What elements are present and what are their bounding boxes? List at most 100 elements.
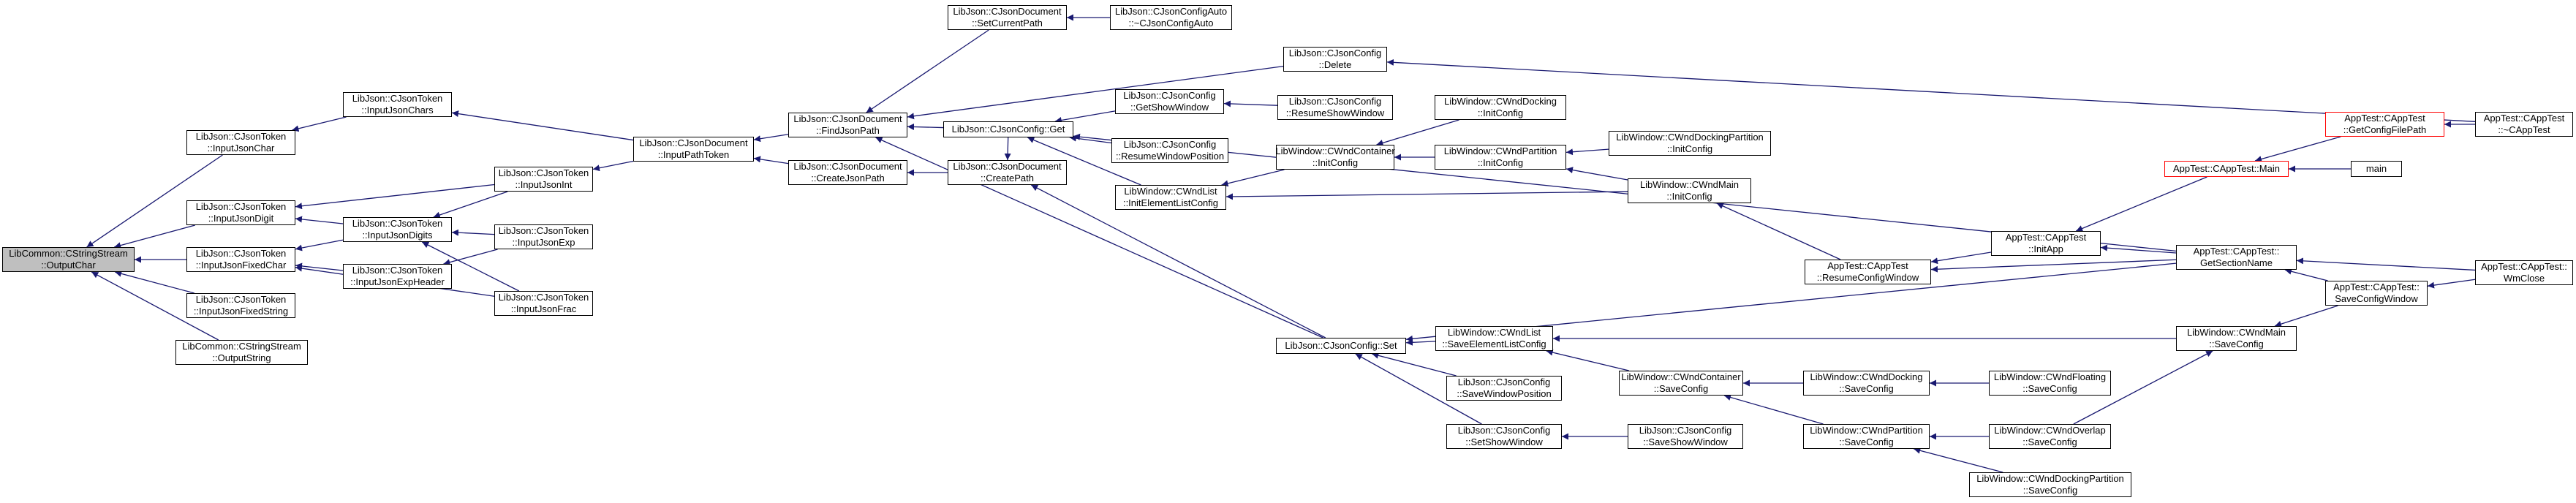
node-label-line2: ::SaveConfig — [1653, 383, 1709, 394]
node-cjsondocument-createpath[interactable]: LibJson::CJsonDocument::CreatePath — [948, 160, 1067, 185]
node-label-line1: LibWindow::CWndPartition — [1810, 425, 1923, 436]
node-cjsonconfig-savewindowposition[interactable]: LibJson::CJsonConfig::SaveWindowPosition — [1446, 376, 1562, 401]
edge-n3-to-n1 — [114, 224, 195, 249]
node-label-line1: LibWindow::CWndMain — [1639, 179, 1740, 190]
edge-n49-to-n48 — [2284, 268, 2328, 281]
node-label-line2: ::InputJsonDigit — [208, 213, 274, 224]
node-label-line2: ::InputJsonInt — [515, 179, 573, 190]
node-cwndpartition-initconfig[interactable]: LibWindow::CWndPartition::InitConfig — [1435, 145, 1566, 170]
node-cjsondocument-createjsonpath[interactable]: LibJson::CJsonDocument::CreateJsonPath — [788, 160, 907, 185]
node-cjsonconfig-setshowwindow[interactable]: LibJson::CJsonConfig::SetShowWindow — [1446, 424, 1562, 449]
node-label-line1: AppTest::CAppTest — [2005, 232, 2087, 243]
node-cwndlist-initelementlistconfig[interactable]: LibWindow::CWndList::InitElementListConf… — [1115, 185, 1226, 210]
node-cjsonconfig-set[interactable]: LibJson::CJsonConfig::Set — [1276, 338, 1406, 354]
edge-n10-to-n8 — [433, 191, 508, 219]
node-label-line2: ::InputJsonChar — [207, 143, 275, 154]
node-cwnddockingpartition-saveconfig[interactable]: LibWindow::CWndDockingPartition::SaveCon… — [1969, 472, 2131, 497]
edge-n47-to-n20 — [1386, 58, 2476, 122]
node-label-line2: ::ResumeShowWindow — [1285, 107, 1385, 118]
node-capptest-destructor[interactable]: AppTest::CAppTest::~CAppTest — [2475, 112, 2573, 137]
node-label-line1: LibJson::CJsonToken — [352, 265, 443, 276]
node-label-line2: ::Delete — [1318, 59, 1352, 70]
node-label-line1: LibWindow::CWndDockingPartition — [1976, 473, 2124, 484]
node-cjsonconfigauto-destructor[interactable]: LibJson::CJsonConfigAuto::~CJsonConfigAu… — [1110, 5, 1232, 30]
node-cwndmain-initconfig[interactable]: LibWindow::CWndMain::InitConfig — [1628, 178, 1751, 203]
node-label-line1: LibJson::CJsonToken — [352, 218, 443, 229]
edge-n50-to-n49 — [2427, 279, 2476, 289]
edge-n7-to-n2 — [292, 116, 347, 132]
node-label-line2: ::InitConfig — [1312, 157, 1359, 168]
node-cjsonconfig-delete[interactable]: LibJson::CJsonConfig::Delete — [1283, 47, 1387, 72]
node-cjsontoken-inputjsonchar[interactable]: LibJson::CJsonToken::InputJsonChar — [186, 130, 295, 155]
node-cjsontoken-inputjsondigit[interactable]: LibJson::CJsonToken::InputJsonDigit — [186, 200, 295, 225]
node-cjsonconfig-getshowwindow[interactable]: LibJson::CJsonConfig::GetShowWindow — [1115, 89, 1224, 114]
node-cjsonconfig-get[interactable]: LibJson::CJsonConfig::Get — [943, 121, 1073, 137]
node-cjsondocument-inputpathtoken[interactable]: LibJson::CJsonDocument::InputPathToken — [633, 137, 754, 162]
node-cwnddocking-initconfig[interactable]: LibWindow::CWndDocking::InitConfig — [1435, 95, 1566, 120]
edge-n16-to-n14 — [866, 29, 989, 113]
node-label-line1: LibJson::CJsonToken — [498, 225, 589, 236]
node-cwndlist-saveelementlistconfig[interactable]: LibWindow::CWndList::SaveElementListConf… — [1435, 326, 1553, 351]
node-label-line2: ::SaveConfig — [2022, 485, 2078, 496]
node-cwndcontainer-saveconfig[interactable]: LibWindow::CWndContainer::SaveConfig — [1619, 371, 1743, 396]
node-label-line1: LibJson::CJsonConfig — [1639, 425, 1732, 436]
node-label-line2: ::OutputString — [212, 352, 271, 363]
node-label-line1: LibJson::CJsonDocument — [793, 113, 902, 124]
node-cwnddockingpartition-initconfig[interactable]: LibWindow::CWndDockingPartition::InitCon… — [1609, 131, 1771, 156]
node-label-line2: ::SaveElementListConfig — [1442, 339, 1546, 349]
node-cwndpartition-saveconfig[interactable]: LibWindow::CWndPartition::SaveConfig — [1803, 424, 1930, 449]
node-label-line1: LibWindow::CWndDocking — [1444, 96, 1557, 107]
node-label-line1: LibJson::CJsonConfig — [1288, 96, 1382, 107]
node-label-line1: LibJson::CJsonToken — [195, 294, 287, 305]
node-cjsontoken-inputjsonfrac[interactable]: LibJson::CJsonToken::InputJsonFrac — [494, 291, 593, 316]
node-cwndoverlap-saveconfig[interactable]: LibWindow::CWndOverlap::SaveConfig — [1989, 424, 2111, 449]
node-cwndcontainer-initconfig[interactable]: LibWindow::CWndContainer::InitConfig — [1275, 145, 1395, 170]
node-cjsontoken-inputjsonfixedstring[interactable]: LibJson::CJsonToken::InputJsonFixedStrin… — [186, 293, 295, 318]
node-cwnddocking-saveconfig[interactable]: LibWindow::CWndDocking::SaveConfig — [1803, 371, 1930, 396]
node-label-line1: AppTest::CAppTest — [1827, 260, 1908, 271]
node-label-line2: ::InputPathToken — [657, 149, 730, 160]
node-label-line2: GetSectionName — [2200, 257, 2273, 268]
node-label-line1: LibJson::CJsonDocument — [953, 6, 1062, 17]
node-label-line1: LibWindow::CWndMain — [2186, 327, 2286, 338]
edge-n28-to-n27 — [1565, 148, 1609, 156]
node-cjsontoken-inputjsondigits[interactable]: LibJson::CJsonToken::InputJsonDigits — [343, 217, 452, 242]
edge-n8-to-n4 — [295, 239, 344, 252]
node-cjsontoken-inputjsonexpheader[interactable]: LibJson::CJsonToken::InputJsonExpHeader — [343, 264, 452, 289]
node-label-line2: ::InitElementListConfig — [1122, 197, 1219, 208]
edge-n6-to-n1 — [91, 271, 219, 341]
node-label-line2: SaveConfigWindow — [2335, 293, 2418, 304]
node-cjsonconfig-resumeshowwindow[interactable]: LibJson::CJsonConfig::ResumeShowWindow — [1277, 95, 1393, 120]
node-label-line1: LibJson::CJsonToken — [498, 292, 589, 303]
node-capptest-initapp[interactable]: AppTest::CAppTest::InitApp — [1991, 231, 2101, 256]
node-label-line2: ::InputJsonDigits — [362, 230, 433, 241]
node-label-line1: LibWindow::CWndList — [1124, 186, 1217, 197]
node-cwndmain-saveconfig[interactable]: LibWindow::CWndMain::SaveConfig — [2176, 326, 2297, 351]
node-capptest-main[interactable]: AppTest::CAppTest::Main — [2164, 161, 2289, 177]
edge-n49-to-n41 — [2274, 305, 2338, 328]
node-label-line2: ::InitConfig — [1666, 143, 1713, 154]
node-capptest-saveconfigwindow[interactable]: AppTest::CAppTest::SaveConfigWindow — [2325, 281, 2428, 306]
node-capptest-wmclose[interactable]: AppTest::CAppTest::WmClose — [2475, 260, 2573, 285]
node-cjsontoken-inputjsonint[interactable]: LibJson::CJsonToken::InputJsonInt — [494, 167, 593, 192]
node-cjsonconfig-saveshowwindow[interactable]: LibJson::CJsonConfig::SaveShowWindow — [1628, 424, 1743, 449]
node-label-line1: LibWindow::CWndOverlap — [1994, 425, 2106, 436]
node-cjsontoken-inputjsonexp[interactable]: LibJson::CJsonToken::InputJsonExp — [494, 224, 593, 249]
node-label-line1: LibWindow::CWndList — [1447, 327, 1541, 338]
node-main[interactable]: main — [2351, 161, 2402, 177]
node-cwndfloating-saveconfig[interactable]: LibWindow::CWndFloating::SaveConfig — [1989, 371, 2111, 396]
node-label-line1: LibJson::CJsonToken — [195, 201, 287, 212]
node-cjsondocument-findjsonpath[interactable]: LibJson::CJsonDocument::FindJsonPath — [788, 113, 907, 137]
node-cjsontoken-inputjsonchars[interactable]: LibJson::CJsonToken::InputJsonChars — [343, 92, 452, 117]
node-capptest-resumeconfigwindow[interactable]: AppTest::CAppTest::ResumeConfigWindow — [1805, 260, 1931, 284]
node-label-line2: ::InputJsonFrac — [510, 303, 577, 314]
node-capptest-getconfigfilepath[interactable]: AppTest::CAppTest::GetConfigFilePath — [2325, 112, 2444, 137]
node-label-line1: LibJson::CJsonConfig — [1123, 139, 1217, 150]
node-cjsondocument-setcurrentpath[interactable]: LibJson::CJsonDocument::SetCurrentPath — [948, 5, 1067, 30]
node-cjsonconfig-resumewindowposition[interactable]: LibJson::CJsonConfig::ResumeWindowPositi… — [1111, 138, 1228, 163]
node-capptest-getsectionname[interactable]: AppTest::CAppTest::GetSectionName — [2176, 245, 2297, 270]
node-cjsontoken-inputjsonfixedchar[interactable]: LibJson::CJsonToken::InputJsonFixedChar — [186, 247, 295, 272]
node-label-line1: LibWindow::CWndFloating — [1993, 371, 2107, 382]
node-label-line2: ::~CJsonConfigAuto — [1128, 18, 1214, 29]
node-cstringstream-outputstring[interactable]: LibCommon::CStringStream::OutputString — [175, 340, 308, 365]
